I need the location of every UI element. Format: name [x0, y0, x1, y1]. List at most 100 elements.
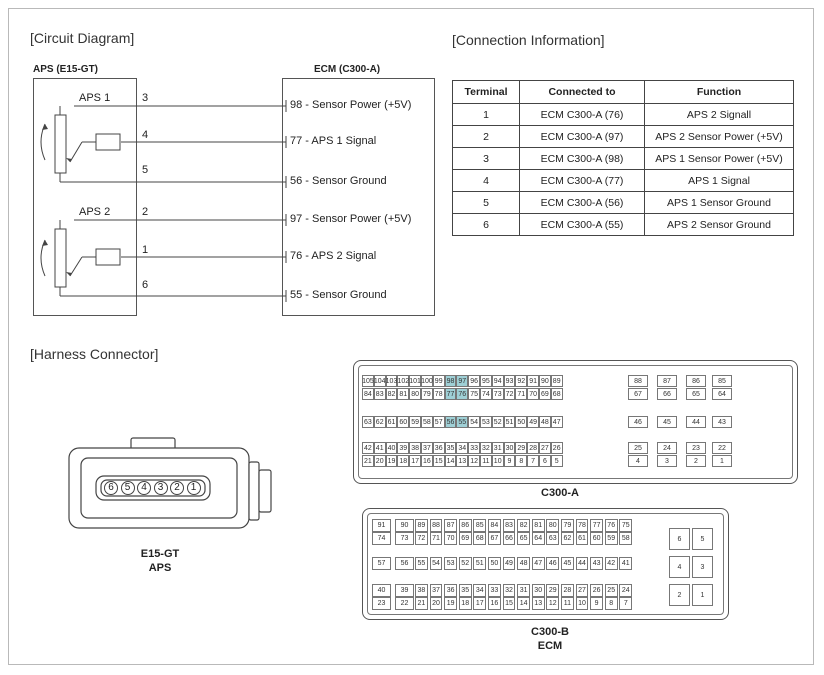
c300b-pin: 67	[488, 532, 501, 545]
c300a-pin: 95	[480, 375, 492, 387]
c300b-pin: 53	[444, 557, 457, 570]
c300a-pin: 47	[550, 416, 563, 428]
c300a-pin: 24	[657, 442, 677, 454]
connection-info-title: [Connection Information]	[452, 32, 605, 48]
c300a-pin: 3	[657, 455, 677, 467]
c300b-pin: 76	[604, 519, 618, 532]
c300a-pin: 94	[491, 375, 504, 387]
c300b-pin: 62	[561, 532, 574, 545]
c300a-pin: 15	[432, 455, 445, 467]
c300b-pin: 83	[502, 519, 516, 532]
c300a-pin: 65	[686, 388, 706, 400]
c300b-pin: 4	[669, 556, 690, 578]
c300a-pin: 82	[385, 388, 398, 400]
c300b-pin: 45	[561, 557, 574, 570]
ecm-terminal-label: 76 - APS 2 Signal	[290, 250, 377, 262]
c300b-pin: 91	[372, 519, 391, 532]
c300b-pin: 38	[415, 584, 428, 597]
c300b-pin: 26	[590, 584, 603, 597]
c300a-pin: 9	[503, 455, 516, 467]
page-frame	[8, 8, 814, 665]
c300a-pin: 67	[628, 388, 648, 400]
c300b-pin: 85	[473, 519, 487, 532]
c300b-pin: 20	[429, 597, 443, 610]
c300a-pin: 1	[712, 455, 732, 467]
c300b-pin: 84	[488, 519, 501, 532]
c300b-pin: 63	[546, 532, 560, 545]
c300a-pin: 54	[468, 416, 480, 428]
c300a-pin: 44	[686, 416, 706, 428]
ecm-box	[282, 78, 435, 316]
aps-pin: 5	[120, 481, 135, 495]
c300b-pin: 77	[590, 519, 603, 532]
wire-pin-label: 1	[142, 244, 149, 256]
c300b-pin: 71	[429, 532, 443, 545]
c300a-pin: 88	[628, 375, 648, 387]
c300b-pin: 39	[395, 584, 414, 597]
c300b-pin: 69	[458, 532, 472, 545]
c300a-pin: 41	[373, 442, 386, 454]
ecm-terminal-label: 77 - APS 1 Signal	[290, 135, 377, 147]
c300b-pin: 59	[604, 532, 618, 545]
c300a-pin: 75	[468, 388, 480, 400]
c300a-pin: 62	[373, 416, 386, 428]
c300a-pin: 4	[628, 455, 648, 467]
c300a-pin: 87	[657, 375, 677, 387]
function-cell: APS 2 Sensor Ground	[644, 213, 794, 236]
c300b-pin: 31	[517, 584, 530, 597]
aps2-label: APS 2	[79, 206, 111, 218]
c300a-pin: 71	[515, 388, 528, 400]
c300a-pin: 76	[456, 388, 469, 400]
c300b-pin: 12	[546, 597, 560, 610]
c300a-pin: 102	[397, 375, 410, 387]
wire-pin-label: 6	[142, 279, 149, 291]
aps-pin: 6	[104, 481, 118, 495]
c300a-pin: 23	[686, 442, 706, 454]
wire-pin-label: 2	[142, 206, 149, 218]
c300a-pin: 98	[444, 375, 457, 387]
c300a-pin: 77	[444, 388, 457, 400]
c300b-pin: 90	[395, 519, 414, 532]
c300a-pin: 60	[397, 416, 410, 428]
c300a-pin: 101	[409, 375, 421, 387]
c300a-pin: 91	[527, 375, 539, 387]
c300b-pin: 19	[444, 597, 457, 610]
c300a-pin: 28	[527, 442, 539, 454]
c300b-pin: 80	[546, 519, 560, 532]
c300a-pin: 35	[444, 442, 457, 454]
c300a-pin: 7	[527, 455, 539, 467]
c300b-pin: 33	[488, 584, 501, 597]
c300a-pin: 48	[539, 416, 551, 428]
aps-box	[33, 78, 137, 316]
c300a-pin: 68	[550, 388, 563, 400]
c300b-pin: 27	[575, 584, 589, 597]
c300b-pin: 23	[372, 597, 391, 610]
connected-to-cell: ECM C300-A (55)	[519, 213, 645, 236]
c300b-pin: 50	[488, 557, 501, 570]
c300b-pin: 14	[517, 597, 530, 610]
c300b-pin: 64	[531, 532, 545, 545]
c300a-pin: 83	[373, 388, 386, 400]
c300b-pin: 51	[473, 557, 487, 570]
c300a-pin: 85	[712, 375, 732, 387]
c300a-pin: 56	[444, 416, 457, 428]
c300b-connector-inner	[367, 513, 724, 615]
c300a-pin: 46	[628, 416, 648, 428]
c300b-pin: 15	[502, 597, 516, 610]
aps-pin: 2	[170, 481, 184, 495]
c300a-pin: 20	[373, 455, 386, 467]
c300a-pin: 2	[686, 455, 706, 467]
c300b-pin: 25	[604, 584, 618, 597]
aps-pin: 4	[137, 481, 151, 495]
connected-to-cell: ECM C300-A (98)	[519, 147, 645, 170]
column-header: Connected to	[519, 80, 645, 104]
c300a-pin: 49	[527, 416, 539, 428]
c300a-pin: 59	[409, 416, 421, 428]
c300b-pin: 78	[575, 519, 589, 532]
c300b-pin: 21	[415, 597, 428, 610]
aps-connector-caption-name: APS	[148, 562, 172, 574]
c300b-pin: 37	[429, 584, 443, 597]
